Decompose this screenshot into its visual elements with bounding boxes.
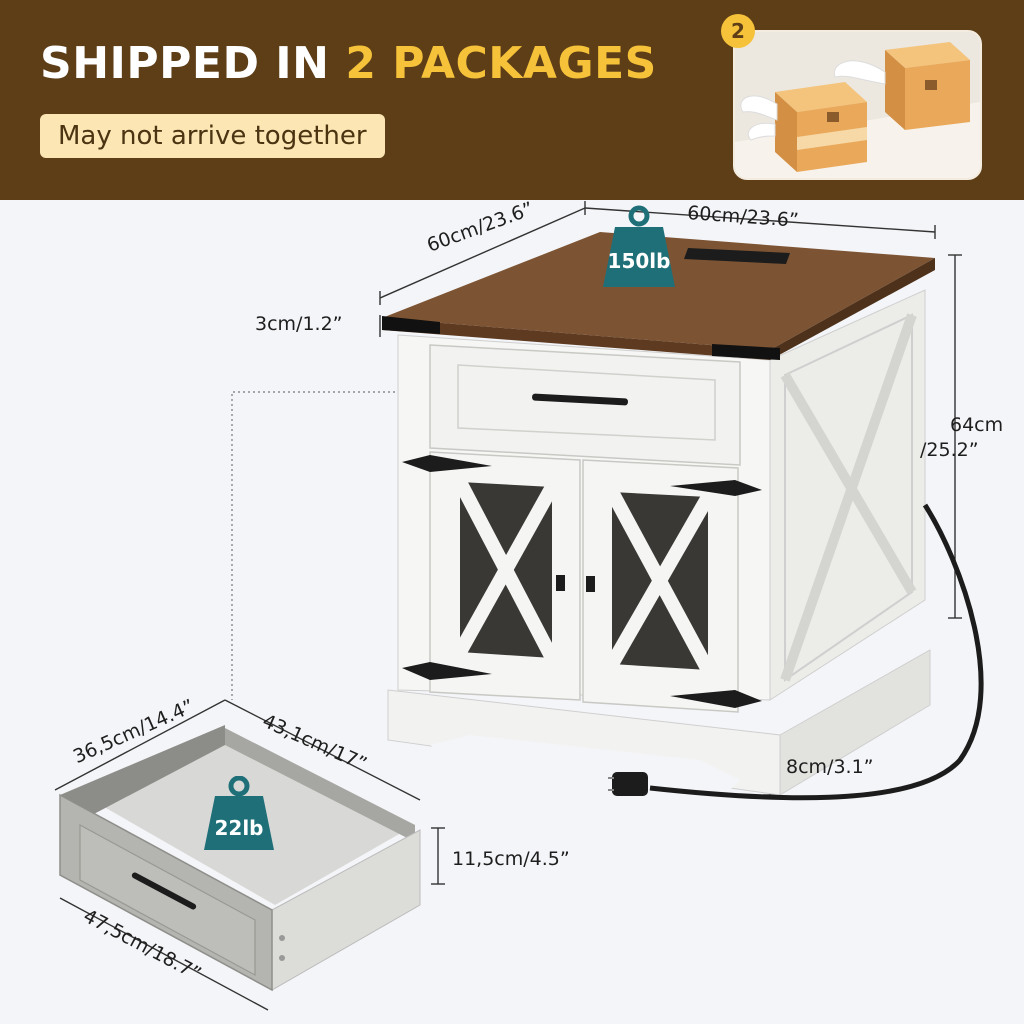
drawer-height-label: 11,5cm/4.5” xyxy=(452,848,570,870)
table-height-in-label: /25.2” xyxy=(920,439,979,461)
drawer-weight-badge: 22lb xyxy=(204,775,274,850)
drawer-weight-label: 22lb xyxy=(214,816,264,840)
table-weight-badge: 150lb xyxy=(603,205,675,287)
table-height-cm-label: 64cm xyxy=(950,414,1004,436)
headline-prefix: SHIPPED IN xyxy=(40,38,330,89)
weight-icon xyxy=(603,205,675,287)
side-table xyxy=(382,232,984,801)
weight-icon xyxy=(204,775,274,850)
packages-illustration xyxy=(733,30,982,180)
arrival-note: May not arrive together xyxy=(40,114,385,158)
shipping-box-icon xyxy=(735,32,980,178)
shipping-headline: SHIPPED IN 2 PACKAGES xyxy=(40,38,657,89)
base-height-label: 8cm/3.1” xyxy=(786,756,874,778)
power-plug-icon xyxy=(612,772,648,796)
top-thickness-label: 3cm/1.2” xyxy=(255,313,343,335)
headline-accent: 2 PACKAGES xyxy=(345,38,657,89)
drawer-illustration xyxy=(59,725,421,992)
table-weight-label: 150lb xyxy=(607,249,671,273)
package-count-badge: 2 xyxy=(721,14,755,48)
product-drawing xyxy=(54,201,984,1011)
